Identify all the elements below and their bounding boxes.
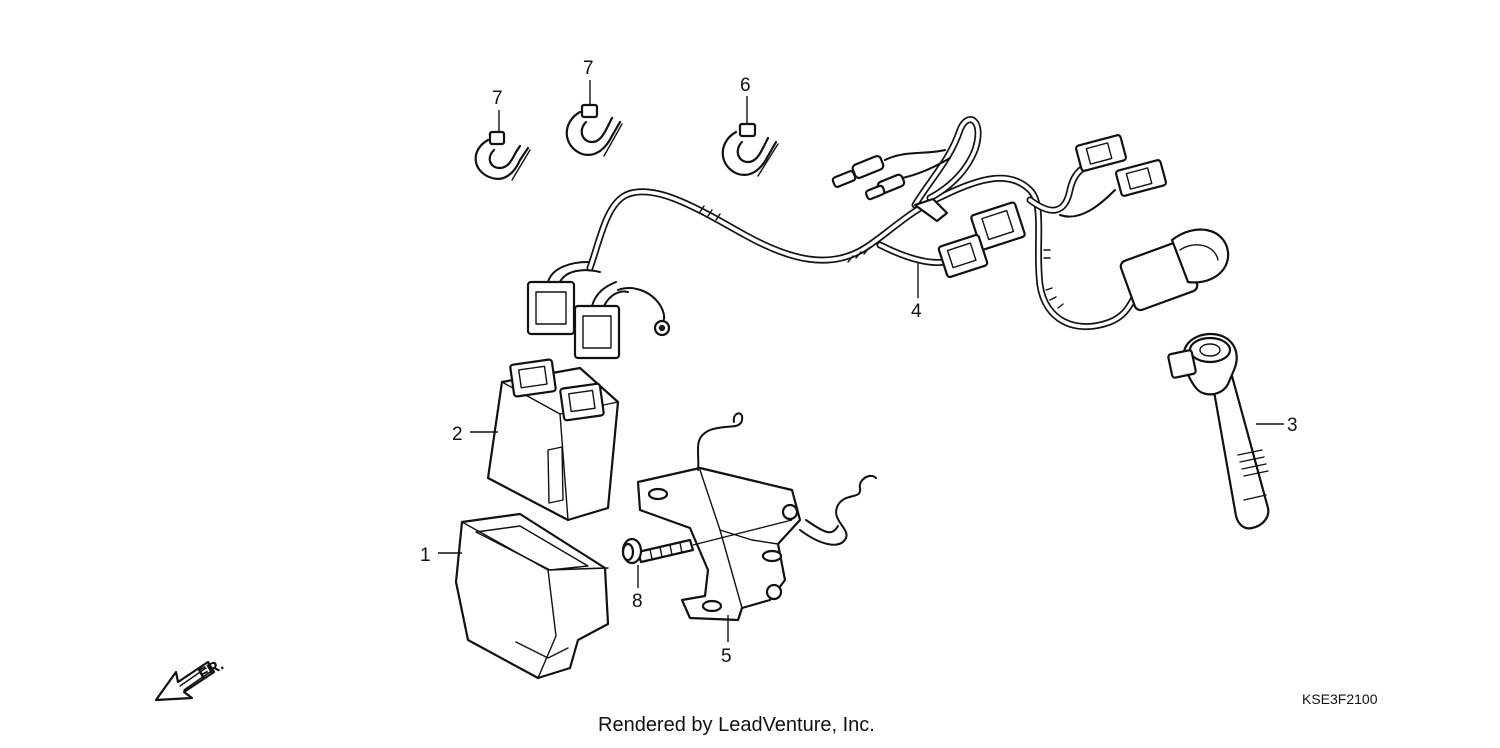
clamp-band-7-left[interactable] — [474, 130, 531, 181]
callout-7-left: 7 — [492, 88, 503, 109]
front-arrow-icon — [154, 660, 216, 702]
callout-5: 5 — [721, 646, 732, 667]
render-credit: Rendered by LeadVenture, Inc. — [598, 714, 875, 736]
front-direction-marker: FR. — [154, 656, 227, 702]
callout-1: 1 — [420, 545, 431, 566]
control-unit-2[interactable] — [486, 358, 620, 522]
rubber-mount-1[interactable] — [454, 512, 610, 680]
mounting-bracket-5[interactable] — [636, 412, 877, 622]
callout-8: 8 — [632, 591, 643, 612]
callout-3: 3 — [1287, 415, 1298, 436]
diagram-code: KSE3F2100 — [1302, 691, 1378, 707]
flange-bolt-8[interactable] — [621, 519, 793, 565]
ignition-coil-3[interactable] — [1167, 332, 1270, 530]
callout-6: 6 — [740, 75, 751, 96]
clamp-band-6[interactable] — [721, 122, 779, 177]
callout-2: 2 — [452, 424, 463, 445]
wire-harness-4[interactable] — [526, 116, 1230, 360]
callout-4: 4 — [911, 301, 922, 322]
callout-7-right: 7 — [583, 58, 594, 79]
clamp-band-7-right[interactable] — [565, 103, 623, 157]
